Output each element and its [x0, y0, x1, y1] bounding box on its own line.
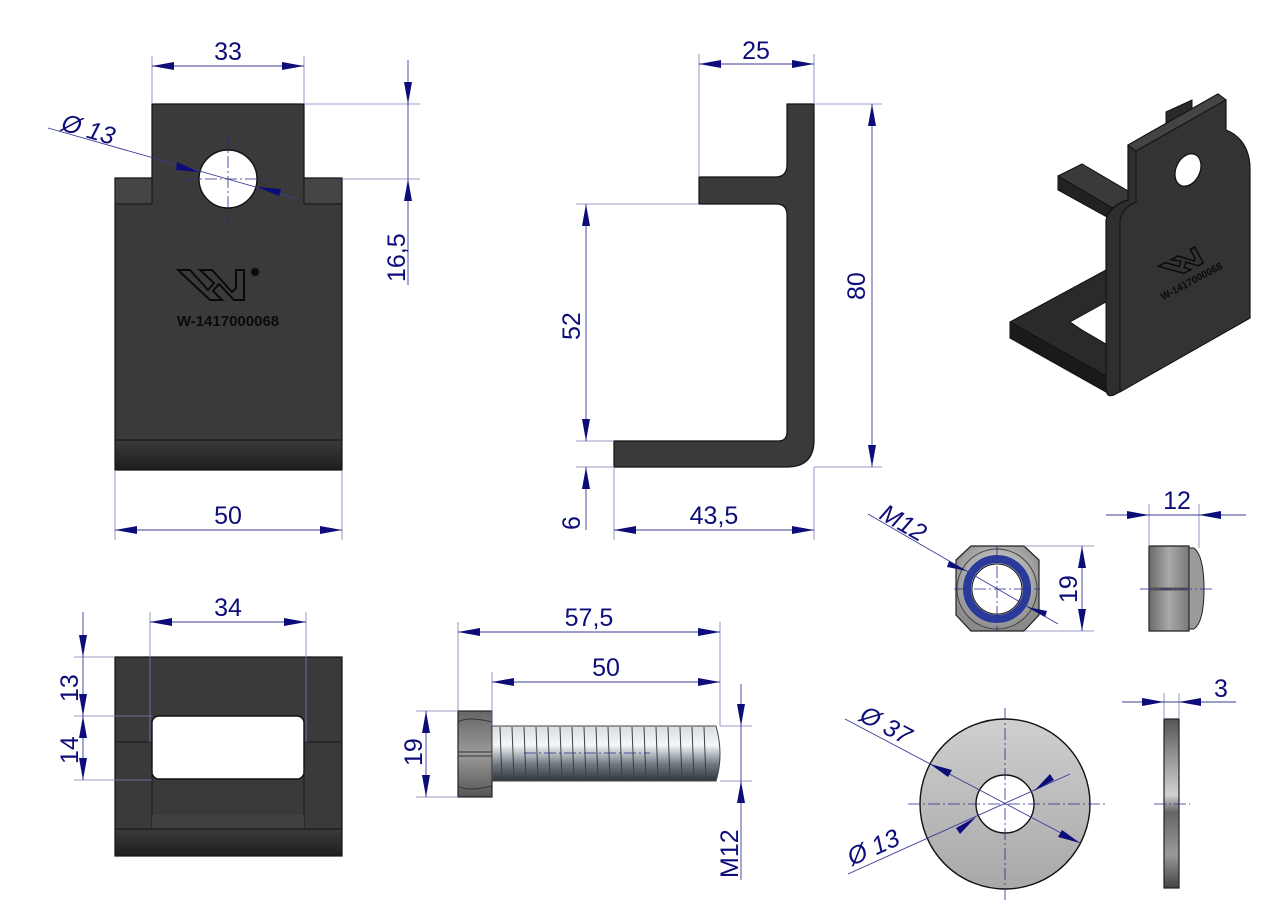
dim-nut-height: 12 — [1163, 487, 1191, 515]
bolt-view: 57,5 50 19 M12 — [400, 604, 752, 880]
front-bottom-bend — [114, 439, 343, 471]
bracket-bottom-view: 34 13 14 — [56, 594, 343, 857]
front-right-fold — [303, 177, 343, 205]
dim-thickness: 6 — [558, 516, 586, 530]
dim-slot-height: 14 — [56, 736, 84, 764]
dim-slot-width: 34 — [214, 594, 242, 622]
thread-ridge — [499, 726, 503, 781]
thread-ridge — [691, 726, 695, 781]
thread-ridge — [619, 726, 623, 781]
brand-logo-icon — [175, 268, 259, 301]
thread-ridge — [547, 726, 551, 781]
dim-inner-height: 52 — [558, 312, 586, 340]
thread-ridge — [511, 726, 515, 781]
dim-bolt-head-size: 19 — [400, 738, 428, 766]
dim-bottom-length: 43,5 — [690, 502, 739, 530]
registered-mark-icon — [251, 268, 259, 276]
front-left-fold — [114, 177, 153, 205]
washer-front-view: Ø 37 Ø 13 — [842, 700, 1105, 900]
bolt-head — [457, 710, 493, 798]
bolt-threads — [499, 726, 707, 781]
thread-ridge — [703, 726, 707, 781]
dim-nut-thread: M12 — [875, 499, 931, 548]
nut-front-view: M12 19 — [867, 499, 1094, 632]
dim-tab-width: 33 — [214, 38, 242, 66]
thread-ridge — [583, 726, 587, 781]
thread-ridge — [535, 726, 539, 781]
washer-side-view: 3 — [1122, 675, 1236, 889]
thread-ridge — [655, 726, 659, 781]
bracket-front-view: W-1417000068 33 Ø 13 16,5 50 — [47, 38, 420, 540]
part-number-marking: W-1417000068 — [177, 313, 279, 330]
bracket-side-profile — [613, 103, 815, 468]
iso-hole — [1174, 153, 1202, 187]
dim-bolt-total-length: 57,5 — [565, 604, 614, 632]
thread-ridge — [679, 726, 683, 781]
thread-ridge — [607, 726, 611, 781]
thread-ridge — [595, 726, 599, 781]
dim-bolt-shank-length: 50 — [592, 654, 620, 682]
dim-washer-outer: Ø 37 — [854, 700, 917, 751]
dim-hole-height: 16,5 — [383, 233, 411, 282]
bracket-isometric-view: W-1417000068 — [1009, 93, 1251, 397]
thread-ridge — [643, 726, 647, 781]
dim-washer-inner: Ø 13 — [842, 824, 904, 872]
thread-ridge — [631, 726, 635, 781]
bolt-shank — [491, 725, 721, 782]
dim-slot-offset: 13 — [56, 674, 84, 702]
nut-side-view: 12 — [1106, 487, 1246, 632]
thread-ridge — [523, 726, 527, 781]
dim-nut-size: 19 — [1055, 575, 1083, 603]
dim-top-flange: 25 — [742, 37, 770, 65]
dim-hole-diameter: Ø 13 — [57, 109, 118, 151]
dim-total-height: 80 — [843, 272, 871, 300]
thread-ridge — [559, 726, 563, 781]
nylon-insert — [963, 555, 1031, 623]
bottom-slot — [151, 715, 305, 780]
iso-slot — [1069, 301, 1107, 345]
thread-ridge — [667, 726, 671, 781]
dim-total-width: 50 — [214, 502, 242, 530]
bracket-side-view: 25 80 52 6 43,5 — [558, 37, 882, 540]
dim-washer-thickness: 3 — [1214, 675, 1228, 703]
dim-bolt-thread: M12 — [716, 829, 744, 878]
thread-ridge — [571, 726, 575, 781]
